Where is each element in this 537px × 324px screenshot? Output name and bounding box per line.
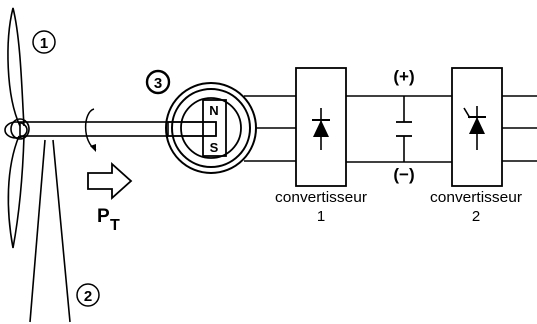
hub: [10, 118, 30, 140]
marker-1: 1: [32, 30, 56, 54]
marker-3: 3: [145, 69, 171, 95]
converter-2: [451, 67, 503, 187]
converter-2-label: convertisseur: [430, 189, 522, 206]
generator: [165, 82, 257, 174]
curved-arrow-icon: [84, 108, 97, 152]
grid-output-lines: [502, 95, 537, 162]
converter-1-number: 1: [317, 208, 325, 225]
dc-negative-label: (−): [393, 165, 414, 184]
marker-2: 2: [76, 283, 100, 307]
hollow-right-arrow-icon: [87, 161, 133, 201]
power-symbol-label: P: [97, 206, 110, 227]
converter-1: [295, 67, 347, 187]
dc-bus: [346, 95, 452, 163]
thyristor-icon: [463, 106, 486, 150]
magnet-north-label: N: [209, 103, 218, 118]
magnet-south-label: S: [210, 140, 219, 155]
turbine-shaft: [19, 121, 217, 137]
generator-output-lines: [244, 95, 296, 162]
power-subscript-label: T: [110, 217, 120, 234]
converter-2-number: 2: [472, 208, 480, 225]
shaft-inner: [167, 121, 217, 137]
blade-marker-text: 1: [40, 35, 48, 52]
turbine-blades: [4, 7, 28, 249]
diode-icon: [312, 108, 330, 150]
rotor-magnet: N S: [202, 99, 227, 157]
converter-1-label: convertisseur: [275, 189, 367, 206]
turbine-tower: [29, 139, 71, 323]
generator-marker-text: 3: [154, 75, 162, 92]
dc-positive-label: (+): [393, 67, 414, 86]
tower-marker-text: 2: [84, 288, 92, 305]
capacitor-icon: [396, 121, 412, 137]
